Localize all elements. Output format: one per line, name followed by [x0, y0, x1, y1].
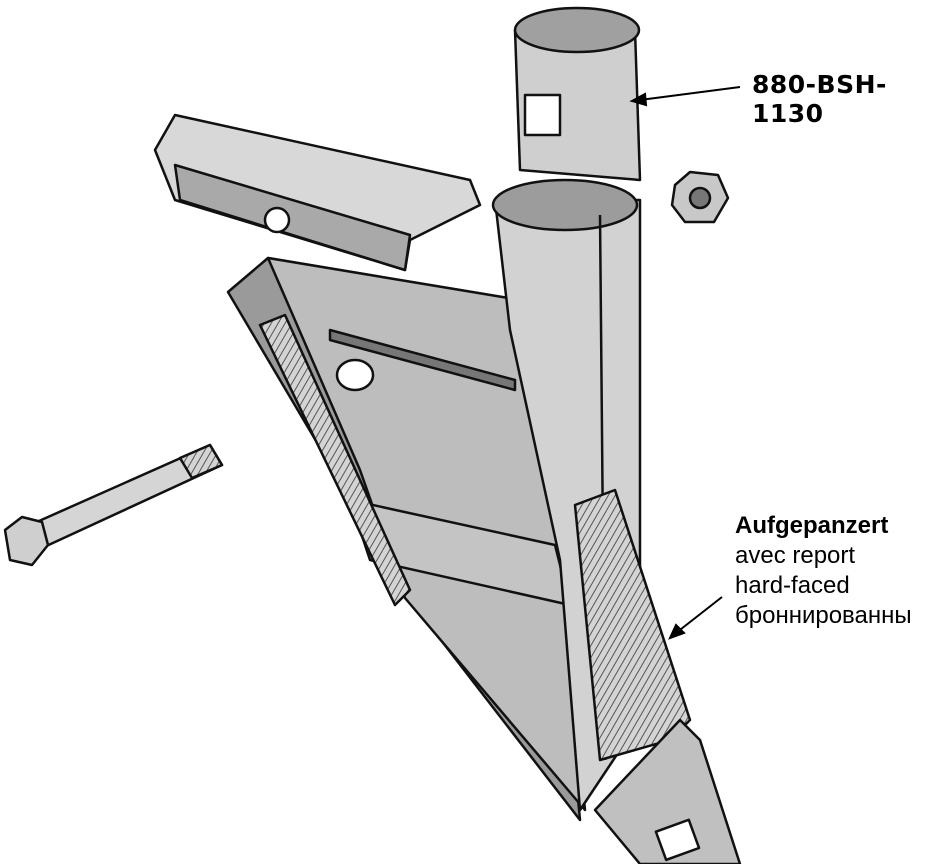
note-line-english: hard-faced — [735, 572, 850, 599]
bolt-head — [3, 515, 50, 567]
note-leader — [675, 596, 723, 634]
shank-tip — [593, 718, 742, 864]
note-line-french: avec report — [735, 542, 856, 569]
part-number-leader — [639, 86, 741, 101]
note-line-russian: броннированны — [735, 602, 912, 629]
part-number-label: 880-BSH-1130 — [752, 70, 887, 128]
weld-bead-left — [258, 313, 412, 607]
note-line-german: Aufgepanzert — [735, 512, 889, 539]
bolt-thread — [178, 443, 224, 480]
hard-faced-note: Aufgepanzert avec report hard-faced брон… — [735, 511, 912, 631]
